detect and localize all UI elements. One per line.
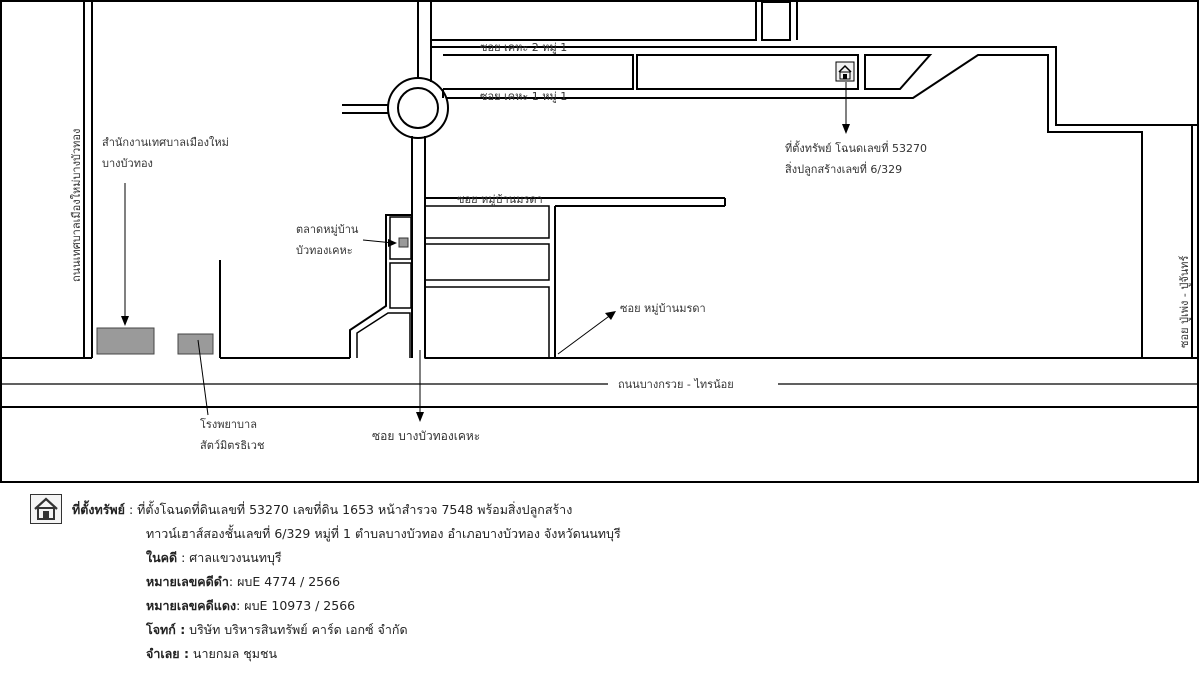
soi-kehah-2-label: ซอย เคหะ 2 หมู่ 1: [480, 41, 567, 54]
hospital-label: โรงพยาบาล: [200, 417, 257, 431]
house-icon: [30, 494, 62, 524]
main-road: [2, 357, 1198, 408]
municipal-office-label: สำนักงานเทศบาลเมืองใหม่: [102, 136, 229, 149]
soi-moradok-bottom-label: ซอย หมู่บ้านมรดา: [620, 302, 706, 315]
legend-red-case-label: หมายเลขคดีแดง: [146, 598, 237, 613]
area-map: ถนนเทศบาลเมืองใหม่บางบัวทอง ซอย ปู่เพ่ง …: [0, 0, 1199, 483]
map-frame: [0, 0, 1199, 483]
legend-red-case-line: หมายเลขคดีแดง: ผบE 10973 / 2566: [146, 596, 355, 616]
legend-property-line2: ทาวน์เฮาส์สองชั้นเลขที่ 6/329 หมู่ที่ 1 …: [146, 526, 621, 541]
legend-property-text: : ที่ตั้งโฉนดที่ดินเลขที่ 53270 เลขที่ดิ…: [124, 502, 573, 517]
market-label-2: บัวทองเคหะ: [296, 244, 353, 257]
property-label-2: สิ่งปลูกสร้างเลขที่ 6/329: [785, 161, 902, 176]
legend-plaintiff-line: โจทก์ : บริษัท บริหารสินทรัพย์ คาร์ด เอก…: [146, 620, 408, 640]
market-block: [389, 216, 412, 260]
house-icon-graphic: [34, 497, 58, 520]
main-road-label: ถนนบางกรวย - ไทรน้อย: [618, 378, 734, 391]
legend-plaintiff-label: โจทก์ :: [146, 622, 186, 637]
house-icon: [835, 61, 855, 82]
soi-moradok-top-label: ซอย หมู่บ้านมรดา: [457, 193, 543, 206]
legend-black-case-value: : ผบE 4774 / 2566: [228, 574, 341, 589]
left-vertical-road-label: ถนนเทศบาลเมืองใหม่บางบัวทอง: [70, 129, 83, 282]
legend: ที่ตั้งทรัพย์ : ที่ตั้งโฉนดที่ดินเลขที่ …: [30, 494, 1180, 669]
hospital-label-2: สัตว์มิตรธิเวช: [200, 439, 264, 452]
block: [424, 243, 550, 281]
soi-bangbuathong-kehah-label: ซอย บางบัวทองเคหะ: [372, 429, 480, 443]
legend-property-line1: ที่ตั้งทรัพย์ : ที่ตั้งโฉนดที่ดินเลขที่ …: [72, 500, 572, 520]
legend-case-label: ในคดี: [146, 550, 178, 565]
legend-defendant-line: จำเลย : นายกมล ชุมชน: [146, 644, 277, 664]
soi-kehah-1-label: ซอย เคหะ 1 หมู่ 1: [480, 90, 567, 103]
right-vertical-road-label: ซอย ปู่เพ่ง - ปู่จันทร์: [1178, 255, 1191, 348]
legend-black-case-label: หมายเลขคดีดำ: [146, 574, 229, 589]
legend-red-case-value: : ผบE 10973 / 2566: [236, 598, 356, 613]
block: [424, 286, 550, 359]
arrows: [121, 82, 850, 422]
central-soi: [342, 2, 449, 358]
block: [424, 205, 550, 239]
legend-case-line: ในคดี : ศาลแขวงนนทบุรี: [146, 548, 282, 568]
soi-kehah-blocks: [431, 1, 1198, 358]
municipal-office-building: [96, 327, 155, 355]
legend-black-case-line: หมายเลขคดีดำ: ผบE 4774 / 2566: [146, 572, 340, 592]
legend-defendant-value: นายกมล ชุมชน: [188, 646, 278, 661]
legend-case-value: : ศาลแขวงนนทบุรี: [177, 550, 282, 565]
market-marker: [398, 237, 409, 248]
hospital-building: [177, 333, 214, 355]
left-vertical-road: [83, 2, 93, 358]
market-label: ตลาดหมู่บ้าน: [296, 223, 359, 236]
legend-defendant-label: จำเลย :: [146, 646, 189, 661]
legend-property-label: ที่ตั้งทรัพย์: [72, 502, 125, 517]
soi-moradok: [425, 197, 726, 358]
property-label: ที่ตั้งทรัพย์ โฉนดเลขที่ 53270: [785, 140, 927, 155]
legend-plaintiff-value: บริษัท บริหารสินทรัพย์ คาร์ด เอกซ์ จำกัด: [185, 622, 408, 637]
small-block: [389, 262, 412, 309]
municipal-office-label-2: บางบัวทอง: [102, 157, 153, 170]
